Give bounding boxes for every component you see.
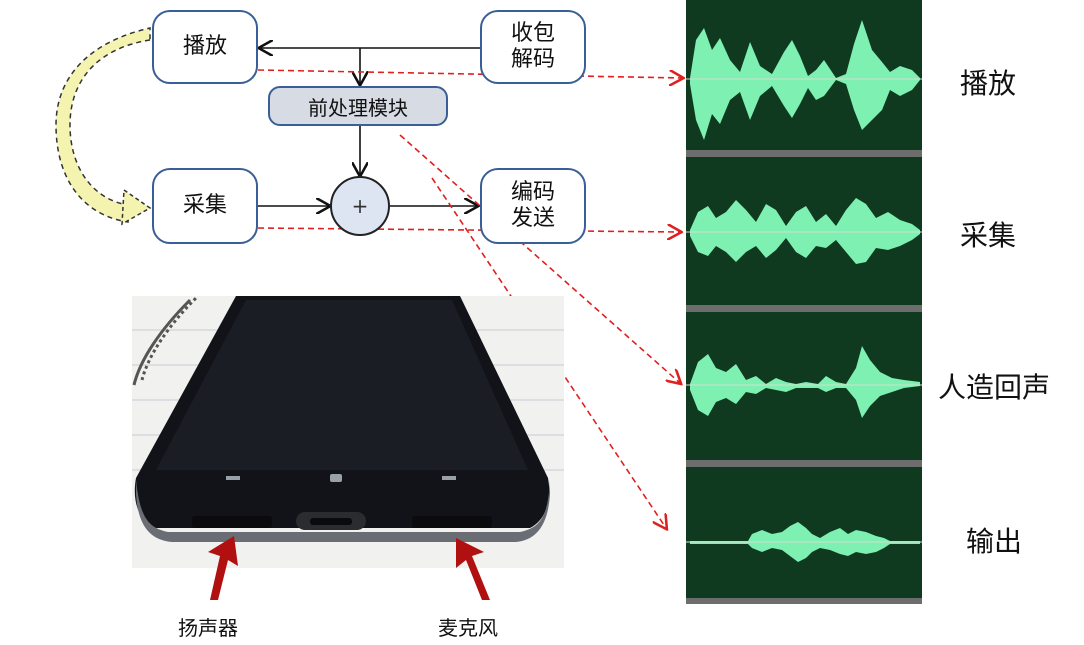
echo-path-arrow	[55, 27, 151, 223]
sum-junction: +	[330, 176, 390, 236]
encode-send-label: 编码发送	[510, 180, 555, 231]
waveform-label-capture: 采集	[960, 219, 1017, 252]
capture-node: 采集	[152, 168, 258, 244]
encode-send-node: 编码发送	[480, 168, 586, 244]
preprocess-label: 前处理模块	[308, 95, 408, 120]
phone-photo	[132, 296, 564, 568]
pointer-arrows	[208, 536, 490, 600]
waveform-label-echo: 人造回声	[938, 371, 1051, 404]
red-dashed-arrows	[257, 69, 682, 528]
play-node: 播放	[152, 10, 258, 84]
waveform-panel	[686, 0, 922, 604]
preprocess-module: 前处理模块	[268, 86, 448, 126]
waveform-label-play: 播放	[960, 67, 1017, 100]
speaker-caption: 扬声器	[178, 616, 238, 640]
sum-symbol: +	[351, 194, 369, 218]
waveform-label-output: 输出	[966, 525, 1023, 558]
receive-decode-label: 收包解码	[510, 21, 555, 72]
receive-decode-node: 收包解码	[480, 10, 586, 84]
microphone-caption: 麦克风	[438, 616, 498, 640]
capture-node-label: 采集	[182, 193, 227, 218]
flow-connectors	[258, 48, 480, 206]
play-node-label: 播放	[182, 34, 227, 59]
